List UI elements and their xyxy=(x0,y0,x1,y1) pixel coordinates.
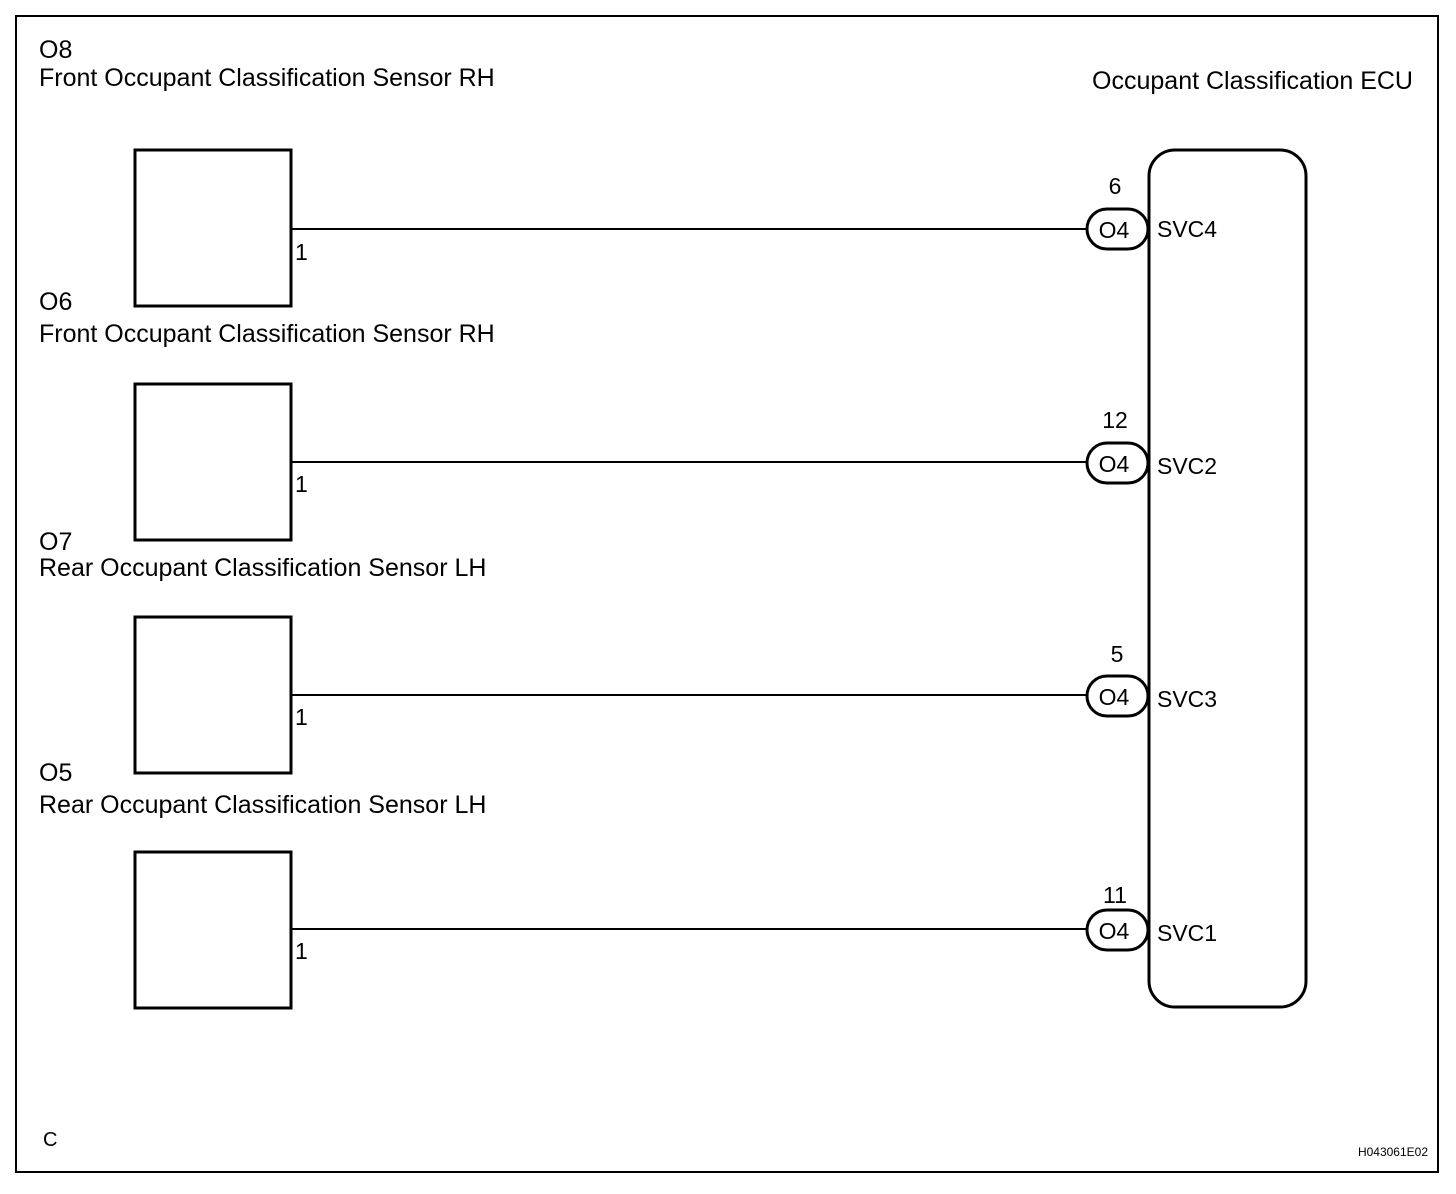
sensor-box xyxy=(133,148,293,308)
sensor-code: O5 xyxy=(39,759,72,787)
ecu-terminal: SVC2 xyxy=(1157,453,1217,479)
sensor-name: Front Occupant Classification Sensor RH xyxy=(39,64,495,92)
sensor-code: O6 xyxy=(39,288,72,316)
sensor-box xyxy=(133,615,293,775)
sensor-name: Rear Occupant Classification Sensor LH xyxy=(39,554,486,582)
connector-label: O4 xyxy=(1099,918,1130,944)
sensor-group-o8: O8 Front Occupant Classification Sensor … xyxy=(39,36,1217,308)
sensor-code: O7 xyxy=(39,528,72,556)
sensor-name: Front Occupant Classification Sensor RH xyxy=(39,320,495,348)
ecu-pin-number: 6 xyxy=(1109,173,1122,199)
sensor-group-o6: O6 Front Occupant Classification Sensor … xyxy=(39,288,1217,542)
sensor-pin: 1 xyxy=(295,471,308,497)
sensor-pin: 1 xyxy=(295,239,308,265)
ecu-terminal: SVC1 xyxy=(1157,920,1217,946)
diagram-frame xyxy=(15,15,1439,1173)
sensor-group-o5: O5 Rear Occupant Classification Sensor L… xyxy=(39,759,1217,1010)
sensor-pin: 1 xyxy=(295,704,308,730)
connector-label: O4 xyxy=(1099,217,1130,243)
ecu-pin-number: 11 xyxy=(1103,882,1127,908)
sensor-box xyxy=(133,382,293,542)
connector-oval xyxy=(1085,441,1150,485)
connector-oval xyxy=(1085,207,1150,251)
connector-label: O4 xyxy=(1099,451,1130,477)
ecu-box xyxy=(1147,148,1308,1009)
ecu-title: Occupant Classification ECU xyxy=(1092,67,1413,95)
ecu-terminal: SVC3 xyxy=(1157,686,1217,712)
figure-id: H043061E02 xyxy=(1358,1145,1428,1159)
ecu-pin-number: 12 xyxy=(1102,407,1128,433)
ecu-terminal: SVC4 xyxy=(1157,216,1217,242)
sensor-box xyxy=(133,850,293,1010)
sensor-group-o7: O7 Rear Occupant Classification Sensor L… xyxy=(39,528,1217,775)
connector-label: O4 xyxy=(1099,684,1130,710)
connector-oval xyxy=(1085,908,1150,952)
sensor-pin: 1 xyxy=(295,938,308,964)
connector-oval xyxy=(1085,674,1150,718)
corner-label: C xyxy=(43,1129,57,1151)
sensor-code: O8 xyxy=(39,36,72,64)
sensor-name: Rear Occupant Classification Sensor LH xyxy=(39,791,486,819)
ecu-pin-number: 5 xyxy=(1111,641,1124,667)
